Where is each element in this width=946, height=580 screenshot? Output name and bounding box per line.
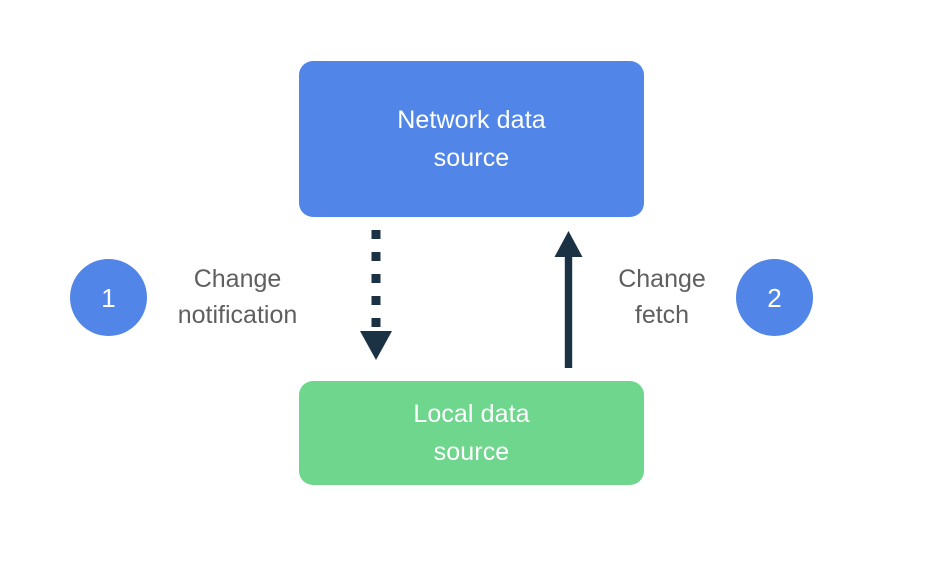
arrow-up-solid-icon: [554, 231, 583, 368]
step-badge-1[interactable]: 1: [70, 259, 147, 336]
node-local-data-source-label: Local data source: [413, 400, 530, 466]
node-local-data-source[interactable]: Local data source: [299, 381, 644, 485]
node-network-data-source[interactable]: Network data source: [299, 61, 644, 217]
edge-label-change-fetch: Change fetch: [618, 265, 706, 329]
edge-label-change-notification: Change notification: [177, 265, 298, 329]
arrow-down-dotted-icon: [360, 230, 392, 360]
step-badge-2[interactable]: 2: [736, 259, 813, 336]
step-badge-1-value: 1: [101, 282, 116, 313]
node-network-data-source-label: Network data source: [397, 106, 546, 172]
step-badge-2-value: 2: [767, 282, 782, 313]
